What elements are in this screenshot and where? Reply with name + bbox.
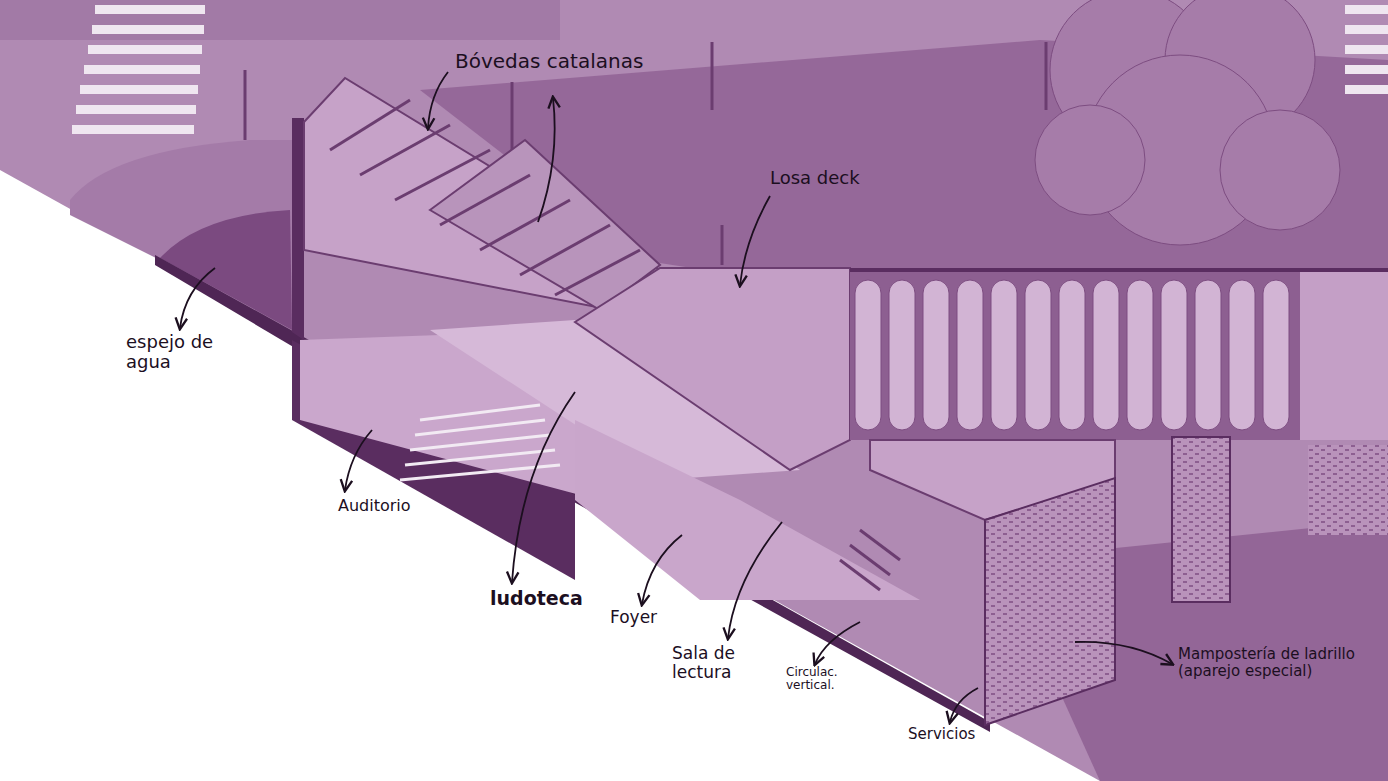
callout-label: Circulac. vertical. <box>786 666 876 692</box>
callout-label: Foyer <box>610 608 657 627</box>
callout-label: Auditorio <box>338 497 411 515</box>
callout-label: Bóvedas catalanas <box>455 50 643 72</box>
callout-label: Mampostería de ladrillo (aparejo especia… <box>1178 646 1358 679</box>
callout-label: Losa deck <box>770 168 860 188</box>
callout-label: espejo de agua <box>126 332 236 372</box>
callout-label: Sala de lectura <box>672 644 762 681</box>
callout-label: Servicios <box>908 726 975 743</box>
callout-label: ludoteca <box>490 588 583 609</box>
